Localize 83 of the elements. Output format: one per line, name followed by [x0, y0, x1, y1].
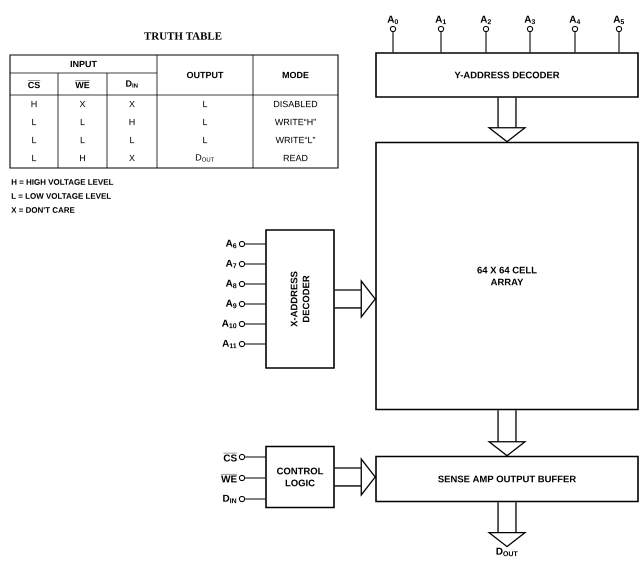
- pin-terminal: A$_{8}$: [226, 280, 246, 288]
- pin-line: [245, 243, 266, 245]
- pin-terminal: A$_{6}$: [226, 240, 246, 248]
- bus-arrow: [488, 410, 526, 457]
- column-header: D$_{IN}$: [126, 80, 138, 88]
- pin-line: [245, 343, 266, 345]
- column-header: MODE: [282, 72, 309, 78]
- pin-terminal: A$_{11}$: [222, 340, 246, 348]
- block-box: X-ADDRESS DECODER: [265, 229, 335, 369]
- block-box: Y-ADDRESS DECODER: [375, 52, 639, 98]
- node-label: A$_{2}$: [480, 16, 492, 24]
- node-label: A$_{4}$: [569, 16, 580, 24]
- column-header: OUTPUT: [186, 72, 224, 78]
- pin-line: [529, 32, 531, 52]
- node-label: A$_{11}$: [222, 340, 236, 348]
- table-entry: X: [129, 154, 135, 162]
- pin-line: [245, 303, 266, 305]
- table-title: TRUTH TABLE: [144, 32, 222, 40]
- table-entry: READ: [284, 154, 308, 162]
- table-entry: H: [32, 100, 37, 108]
- table-entry: D$_{OUT}$: [196, 154, 214, 162]
- block-box: SENSE AMP OUTPUT BUFFER: [375, 456, 639, 502]
- block-box: 64 X 64 CELL ARRAY: [375, 142, 639, 410]
- pin-line: [245, 283, 266, 285]
- table-entry: WRITE“H”: [274, 118, 316, 126]
- pin-line: [485, 32, 487, 52]
- pin-terminal: A$_{3}$: [524, 16, 536, 32]
- pin-line: [245, 456, 266, 458]
- table-entry: X: [129, 100, 135, 108]
- pin-line: [245, 477, 266, 479]
- pin-line: [574, 32, 576, 52]
- table-entry: L: [32, 118, 36, 126]
- table-entry: L: [32, 154, 36, 162]
- pin-terminal: A$_{4}$: [569, 16, 580, 32]
- block-box: CONTROL LOGIC: [265, 446, 335, 508]
- table-entry: H: [130, 118, 135, 126]
- table-entry: X: [80, 100, 86, 108]
- table-entry: DISABLED: [274, 100, 318, 108]
- node-label: A$_{7}$: [226, 260, 236, 268]
- pin-line: [392, 32, 394, 52]
- column-header: CS: [28, 80, 40, 88]
- table-entry: L: [32, 136, 36, 144]
- node-label: D$_{IN}$: [223, 494, 236, 504]
- table-entry: WRITE“L”: [276, 136, 316, 144]
- node-label: A$_{0}$: [387, 16, 398, 24]
- table-entry: H: [80, 154, 86, 162]
- pin-line: [618, 32, 620, 52]
- pin-terminal: A$_{0}$: [387, 16, 398, 32]
- table-entry: L: [80, 118, 85, 126]
- node-label: WE: [221, 476, 237, 482]
- column-header: INPUT: [70, 60, 97, 68]
- bus-arrow: [488, 97, 526, 143]
- pin-line: [245, 263, 266, 265]
- pin-terminal: A$_{5}$: [613, 16, 624, 32]
- node-label: A$_{6}$: [226, 240, 236, 248]
- table-entry: L: [203, 136, 208, 144]
- node-label: A$_{3}$: [524, 16, 536, 24]
- bus-arrow: [334, 458, 376, 496]
- pin-line: [440, 32, 442, 52]
- pin-terminal: A$_{10}$: [222, 320, 246, 328]
- node-label: A$_{9}$: [226, 300, 236, 308]
- table-entry: L: [80, 136, 85, 144]
- output-label: D$_{OUT}$: [496, 548, 518, 556]
- table-entry: L: [130, 136, 134, 144]
- node-label: A$_{10}$: [222, 320, 236, 328]
- table-entry: L: [203, 118, 208, 126]
- pin-terminal: A$_{7}$: [226, 260, 246, 268]
- table-entry: L: [203, 100, 208, 108]
- pin-line: [245, 323, 266, 325]
- pin-terminal: A$_{2}$: [480, 16, 491, 32]
- column-header: WE: [75, 80, 90, 88]
- pin-terminal: A$_{1}$: [435, 16, 446, 32]
- node-label: A$_{5}$: [613, 16, 624, 24]
- node-label: CS: [224, 454, 237, 462]
- bus-arrow: [488, 502, 526, 548]
- pin-line: [245, 498, 266, 500]
- pin-terminal: WE: [220, 474, 246, 482]
- pin-terminal: CS: [223, 452, 246, 462]
- pin-terminal: A$_{9}$: [226, 300, 246, 308]
- bus-arrow: [334, 280, 376, 318]
- node-label: A$_{1}$: [435, 16, 446, 24]
- pin-terminal: D$_{IN}$: [223, 494, 246, 504]
- node-label: A$_{8}$: [226, 280, 236, 288]
